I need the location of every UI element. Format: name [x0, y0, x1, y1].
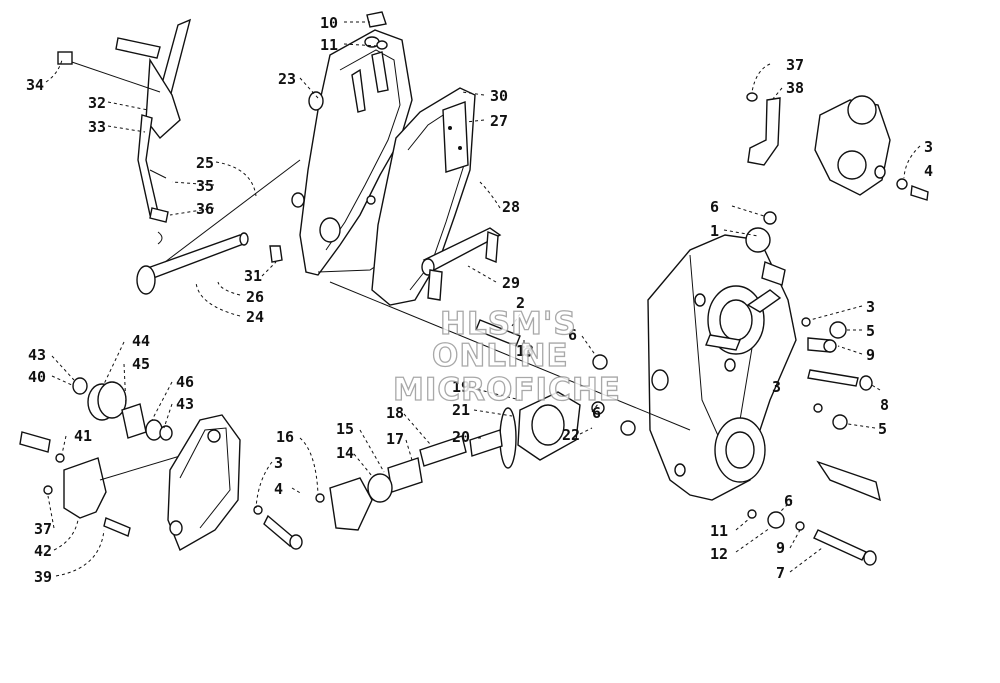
callout-24: 24: [246, 308, 264, 326]
callout-14: 14: [336, 444, 354, 462]
chain-case-cover: [291, 11, 413, 276]
watermark-line-1: HLSM'S: [440, 306, 577, 342]
callout-8: 8: [880, 396, 889, 414]
brake-shaft: [136, 159, 301, 295]
callout-6-center: 6: [568, 326, 577, 344]
callout-18: 18: [386, 404, 404, 422]
callout-34: 34: [26, 76, 44, 94]
callout-26: 26: [246, 288, 264, 306]
callout-38: 38: [786, 79, 804, 97]
upper-right-bracket: [746, 92, 929, 201]
callout-36: 36: [196, 200, 214, 218]
right-side-fasteners: [747, 211, 881, 566]
callout-22: 22: [562, 426, 580, 444]
callout-11: 11: [320, 36, 338, 54]
callout-30: 30: [490, 87, 508, 105]
callout-3-right: 3: [866, 298, 875, 316]
callout-4-lower: 4: [274, 480, 283, 498]
callout-6-right: 6: [710, 198, 719, 216]
callout-37-top: 37: [786, 56, 804, 74]
watermark-line-3: MICROFICHE: [393, 372, 621, 408]
callout-33: 33: [88, 118, 106, 136]
callout-44: 44: [132, 332, 150, 350]
callout-20: 20: [452, 428, 470, 446]
callout-4-top: 4: [924, 162, 933, 180]
callout-35: 35: [196, 177, 214, 195]
callout-27: 27: [490, 112, 508, 130]
callout-41: 41: [74, 427, 92, 445]
callout-5-right: 5: [866, 322, 875, 340]
watermark-line-2: ONLINE: [432, 338, 569, 374]
leader-lines: [45, 21, 921, 577]
brake-lever-assembly: [57, 18, 192, 245]
callout-32: 32: [88, 94, 106, 112]
callout-40: 40: [28, 368, 46, 386]
callout-43-lower: 43: [176, 395, 194, 413]
callout-46: 46: [176, 373, 194, 391]
callout-42: 42: [34, 542, 52, 560]
tensioner-plate: [442, 101, 469, 173]
clutch-cover: [167, 414, 303, 552]
watermark: HLSM'S ONLINE MICROFICHE: [392, 305, 621, 408]
callout-3-bottom: 3: [772, 378, 781, 396]
callout-10: 10: [320, 14, 338, 32]
callout-1: 1: [710, 222, 719, 240]
callout-28: 28: [502, 198, 520, 216]
callout-15: 15: [336, 420, 354, 438]
callout-9-right: 9: [866, 346, 875, 364]
callout-21: 21: [452, 401, 470, 419]
callout-6-mid: 6: [592, 404, 601, 422]
callout-31: 31: [244, 267, 262, 285]
callout-7: 7: [776, 564, 785, 582]
callout-25: 25: [196, 154, 214, 172]
callout-9-bottom: 9: [776, 539, 785, 557]
callout-45: 45: [132, 355, 150, 373]
callout-16: 16: [276, 428, 294, 446]
main-gearcase: [647, 227, 797, 501]
callout-37-lower: 37: [34, 520, 52, 538]
callout-12: 12: [710, 545, 728, 563]
callout-43-upper: 43: [28, 346, 46, 364]
callout-6-bottom: 6: [784, 492, 793, 510]
callout-23: 23: [278, 70, 296, 88]
callout-2: 2: [516, 294, 525, 312]
callout-11-bottom: 11: [710, 522, 728, 540]
callout-19: 19: [452, 378, 470, 396]
callout-3-top: 3: [924, 138, 933, 156]
center-shaft-assembly: [315, 281, 691, 531]
callout-17: 17: [386, 430, 404, 448]
callout-3-lower: 3: [274, 454, 283, 472]
callout-5-lower: 5: [878, 420, 887, 438]
callout-29: 29: [502, 274, 520, 292]
tensioner-bracket: [421, 227, 502, 301]
callout-39: 39: [34, 568, 52, 586]
callout-13: 13: [516, 342, 534, 360]
callout-labels: 34 32 33 25 35 36 31 26 24 10 11 23 30 2…: [26, 14, 933, 586]
